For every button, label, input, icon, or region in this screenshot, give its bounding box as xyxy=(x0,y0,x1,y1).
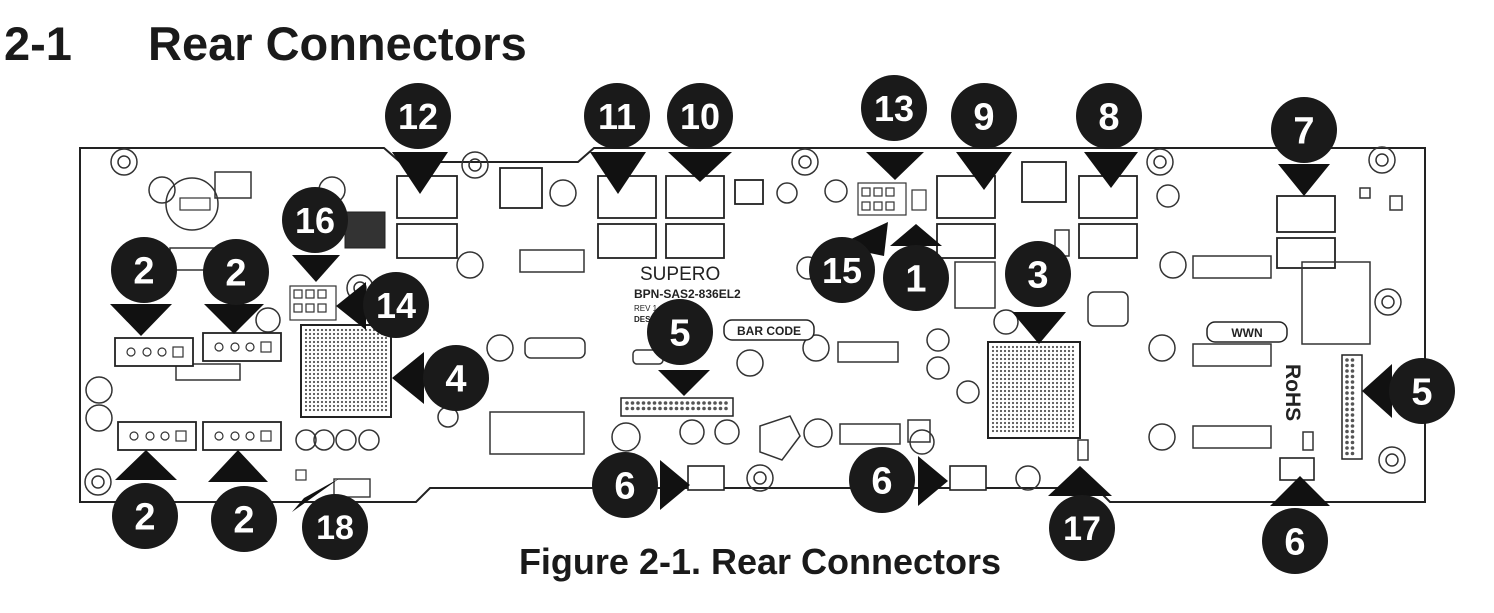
callout-11 xyxy=(584,83,650,149)
wwn-label: WWN xyxy=(1231,326,1262,340)
callout-15 xyxy=(809,237,875,303)
figure-caption: Figure 2-1. Rear Connectors xyxy=(518,541,1002,582)
fan-connectors xyxy=(687,457,1315,491)
callout-13-label: 13 xyxy=(874,88,914,129)
callout-9 xyxy=(951,83,1017,149)
board-brand: SUPERO xyxy=(640,264,720,285)
callout-2-top-left xyxy=(111,237,177,303)
callout-2-bottom-left-label: 2 xyxy=(134,497,155,539)
board-model: BPN-SAS2-836EL2 xyxy=(634,287,741,301)
wwn-box xyxy=(1206,321,1288,343)
callout-6-middle xyxy=(849,447,915,513)
section-heading: 2-1 Rear Connectors xyxy=(4,14,527,74)
callout-6-middle-label: 6 xyxy=(871,461,892,503)
callout-7-label: 7 xyxy=(1293,111,1314,153)
jumper-block-13 xyxy=(857,182,927,216)
section-title: Rear Connectors xyxy=(148,17,527,70)
callout-17 xyxy=(1049,495,1115,561)
round-component xyxy=(165,177,219,231)
power-connector-pins xyxy=(126,341,272,442)
callout-4 xyxy=(423,345,489,411)
barcode-box xyxy=(723,319,815,341)
section-number: 2-1 xyxy=(4,17,72,70)
callout-6-right-label: 6 xyxy=(1284,522,1305,564)
callout-16 xyxy=(282,187,348,253)
callout-12 xyxy=(385,83,451,149)
hex-component xyxy=(759,415,801,461)
small-ic xyxy=(214,171,252,199)
callout-13 xyxy=(861,75,927,141)
callout-6-right xyxy=(1262,508,1328,574)
pin-header-right xyxy=(1341,354,1363,460)
callout-14-label: 14 xyxy=(376,285,416,326)
callout-6-center-label: 6 xyxy=(614,466,635,508)
expander-chip-4 xyxy=(300,324,392,418)
callout-4-label: 4 xyxy=(445,359,466,401)
power-connectors xyxy=(114,332,282,451)
callout-2-top-left-label: 2 xyxy=(133,251,154,293)
expander-chip-3 xyxy=(987,341,1081,439)
callout-15-label: 15 xyxy=(822,250,862,291)
callout-5-center xyxy=(647,299,713,365)
jumper-block-16 xyxy=(289,285,337,321)
connector-18 xyxy=(333,478,371,498)
callout-11-label: 11 xyxy=(598,96,636,137)
callout-pointers xyxy=(110,152,1392,512)
callout-5-center-label: 5 xyxy=(669,313,690,355)
callout-3-label: 3 xyxy=(1027,255,1048,297)
callout-18 xyxy=(302,494,368,560)
callout-2-bottom-right-label: 2 xyxy=(233,500,254,542)
callout-2-top-right xyxy=(203,239,269,305)
callout-1-label: 1 xyxy=(905,259,926,301)
callout-1 xyxy=(883,245,949,311)
callout-17-label: 17 xyxy=(1063,510,1101,548)
callout-8-label: 8 xyxy=(1098,97,1119,139)
callout-6-center xyxy=(592,452,658,518)
callout-8 xyxy=(1076,83,1142,149)
callout-10-label: 10 xyxy=(680,96,720,137)
pin-header-center xyxy=(620,397,734,417)
board-revision: REV 1.02 xyxy=(634,304,669,313)
callout-7 xyxy=(1271,97,1337,163)
callout-2-bottom-left xyxy=(112,483,178,549)
callout-9-label: 9 xyxy=(973,97,994,139)
callouts: 12 11 10 13 9 8 7 16 2 2 14 15 1 3 5 4 5 xyxy=(111,75,1455,574)
rohs-label: RoHS xyxy=(1281,364,1304,421)
callout-16-label: 16 xyxy=(295,200,335,241)
round-component-label-box xyxy=(179,197,211,211)
barcode-label: BAR CODE xyxy=(737,324,801,338)
connector-18-pin xyxy=(295,469,307,481)
callout-5-right xyxy=(1389,358,1455,424)
callout-10 xyxy=(667,83,733,149)
callout-3 xyxy=(1005,241,1071,307)
callout-12-label: 12 xyxy=(398,96,438,137)
callout-2-top-right-label: 2 xyxy=(225,253,246,295)
callout-14 xyxy=(363,272,429,338)
callout-2-bottom-right xyxy=(211,486,277,552)
board-design: DESIGN xyxy=(634,315,665,324)
callout-5-right-label: 5 xyxy=(1411,372,1432,414)
small-ic xyxy=(344,211,386,249)
callout-18-label: 18 xyxy=(316,509,354,547)
